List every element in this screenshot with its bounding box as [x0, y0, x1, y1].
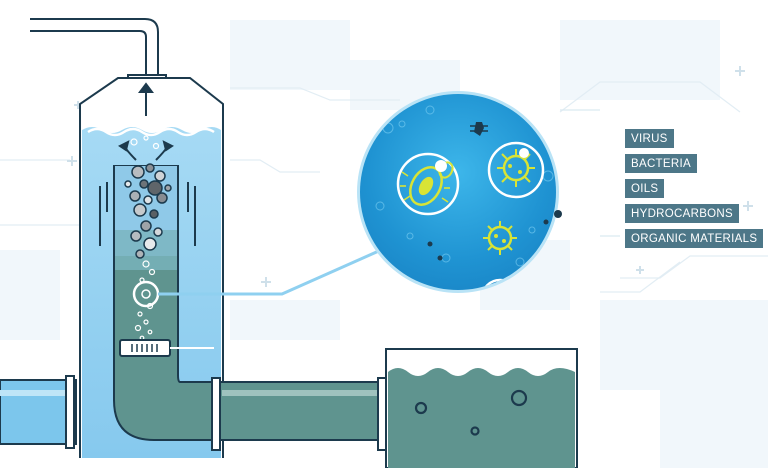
magnifier-connector [158, 244, 391, 296]
air-inlet-pipe [30, 18, 159, 76]
water-surface-wave [87, 127, 215, 137]
label-connector-lines [560, 109, 620, 237]
label-bacteria: BACTERIA [625, 154, 697, 173]
label-hydrocarbons: HYDROCARBONS [625, 204, 740, 223]
contaminant-labels: VIRUS BACTERIA OILS HYDROCARBONS ORGANIC… [625, 129, 764, 248]
inlet-pipe-left [0, 375, 77, 449]
sensor-gauge [119, 339, 214, 357]
plus-icon [67, 66, 753, 287]
virus-particle-icon [483, 221, 517, 255]
sample-point-bubble [141, 289, 151, 299]
contaminant-particles [427, 122, 562, 261]
inner-tube-fade [115, 230, 177, 270]
air-bubbles [124, 163, 172, 259]
label-virus: VIRUS [625, 129, 674, 148]
label-oils: OILS [625, 179, 665, 198]
collection-tank [385, 348, 578, 468]
bacteria-icon [396, 152, 460, 216]
outflow-arrows [118, 82, 174, 161]
label-organic-materials: ORGANIC MATERIALS [625, 229, 764, 248]
column-side-marks [99, 182, 196, 246]
background-lines [0, 81, 768, 293]
virus-icon [487, 141, 545, 199]
outlet-pipe [211, 377, 387, 451]
